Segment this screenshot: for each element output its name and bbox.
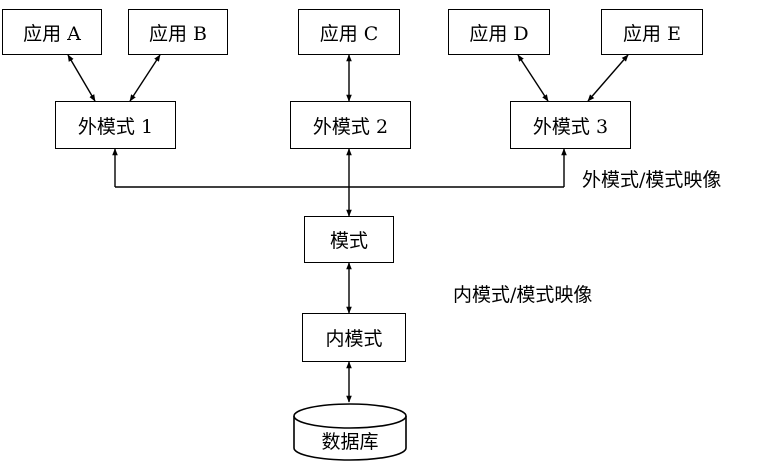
app-e-box: 应用 E (601, 9, 703, 55)
conceptual-internal-mapping-label: 内模式/模式映像 (453, 284, 593, 306)
external-schema-3-box: 外模式 3 (510, 101, 631, 149)
database-cylinder: 数据库 (293, 403, 407, 461)
app-b-box: 应用 B (128, 9, 228, 55)
app-a-box: 应用 A (2, 9, 102, 55)
app-d-box: 应用 D (448, 9, 550, 55)
connector-app-e-schema-3 (587, 54, 629, 102)
internal-schema-box: 内模式 (302, 313, 406, 362)
connector-app-d-schema-3 (517, 54, 549, 102)
schema-box: 模式 (304, 216, 394, 263)
external-schema-2-box: 外模式 2 (290, 101, 411, 149)
database-label: 数据库 (321, 431, 378, 453)
external-schema-1-box: 外模式 1 (55, 101, 176, 149)
connector-app-a-schema-1 (67, 54, 96, 102)
app-c-box: 应用 C (298, 9, 400, 55)
connector-app-b-schema-1 (129, 54, 161, 102)
external-conceptual-mapping-label: 外模式/模式映像 (582, 169, 722, 191)
